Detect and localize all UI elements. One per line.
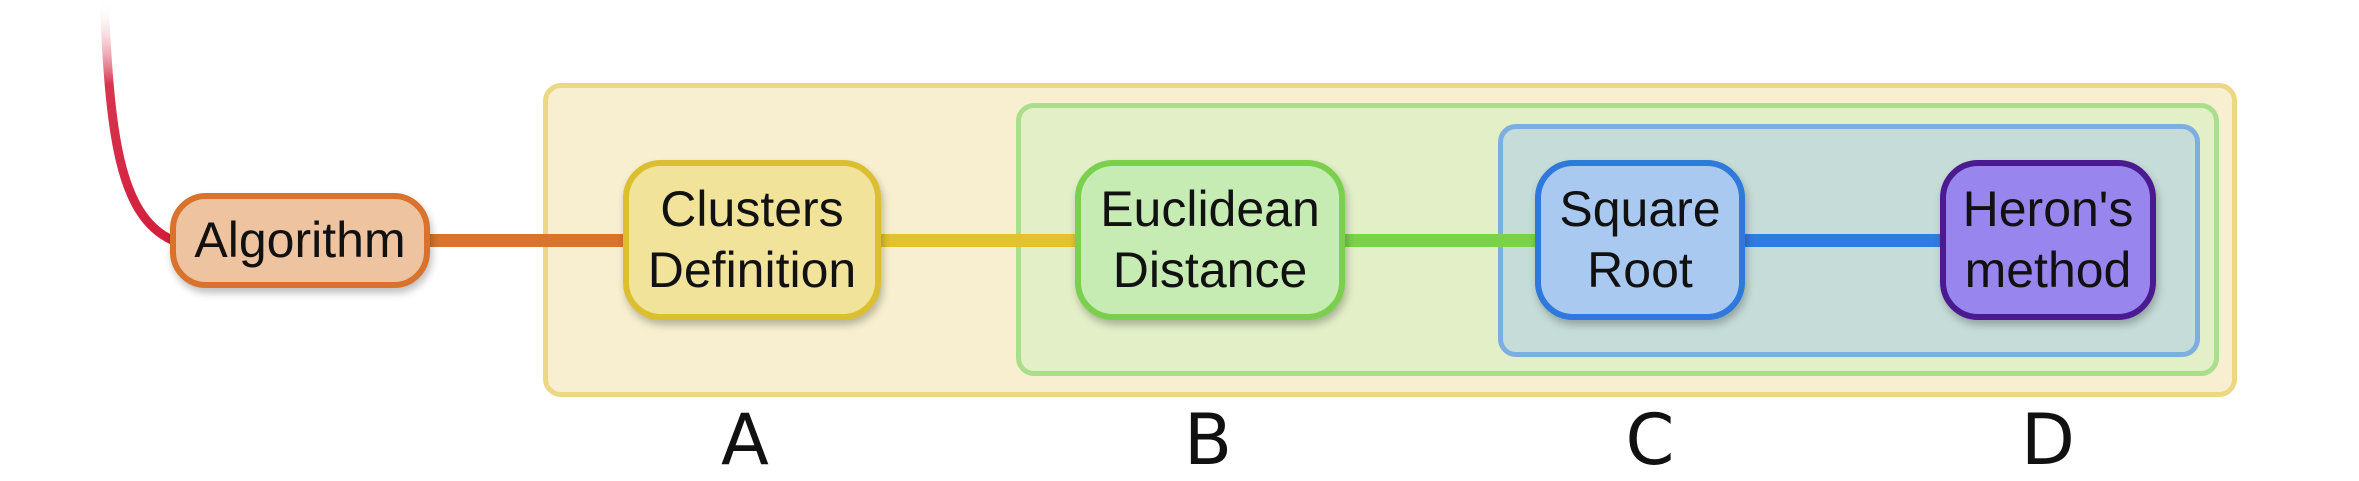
column-label-c: C: [1625, 399, 1675, 481]
node-algorithm-label: Algorithm: [194, 212, 406, 268]
node-clusters-definition[interactable]: Clusters Definition: [623, 160, 881, 320]
connector-clusters-euclidean: [874, 234, 1080, 247]
node-clusters-definition-label: Clusters Definition: [647, 181, 857, 298]
node-square-root-label: Square Root: [1559, 181, 1721, 298]
node-square-root[interactable]: Square Root: [1535, 160, 1745, 320]
node-euclidean-distance-label: Euclidean Distance: [1100, 181, 1320, 298]
connector-square-heron: [1740, 234, 1946, 247]
column-label-a: A: [721, 399, 769, 481]
column-label-b: B: [1183, 399, 1233, 481]
column-label-d: D: [2021, 399, 2075, 481]
connector-algorithm-clusters: [422, 234, 630, 247]
connector-euclidean-square: [1340, 234, 1540, 247]
node-herons-method[interactable]: Heron's method: [1940, 160, 2156, 320]
node-herons-method-label: Heron's method: [1962, 181, 2134, 298]
node-euclidean-distance[interactable]: Euclidean Distance: [1075, 160, 1345, 320]
node-algorithm[interactable]: Algorithm: [170, 193, 430, 288]
